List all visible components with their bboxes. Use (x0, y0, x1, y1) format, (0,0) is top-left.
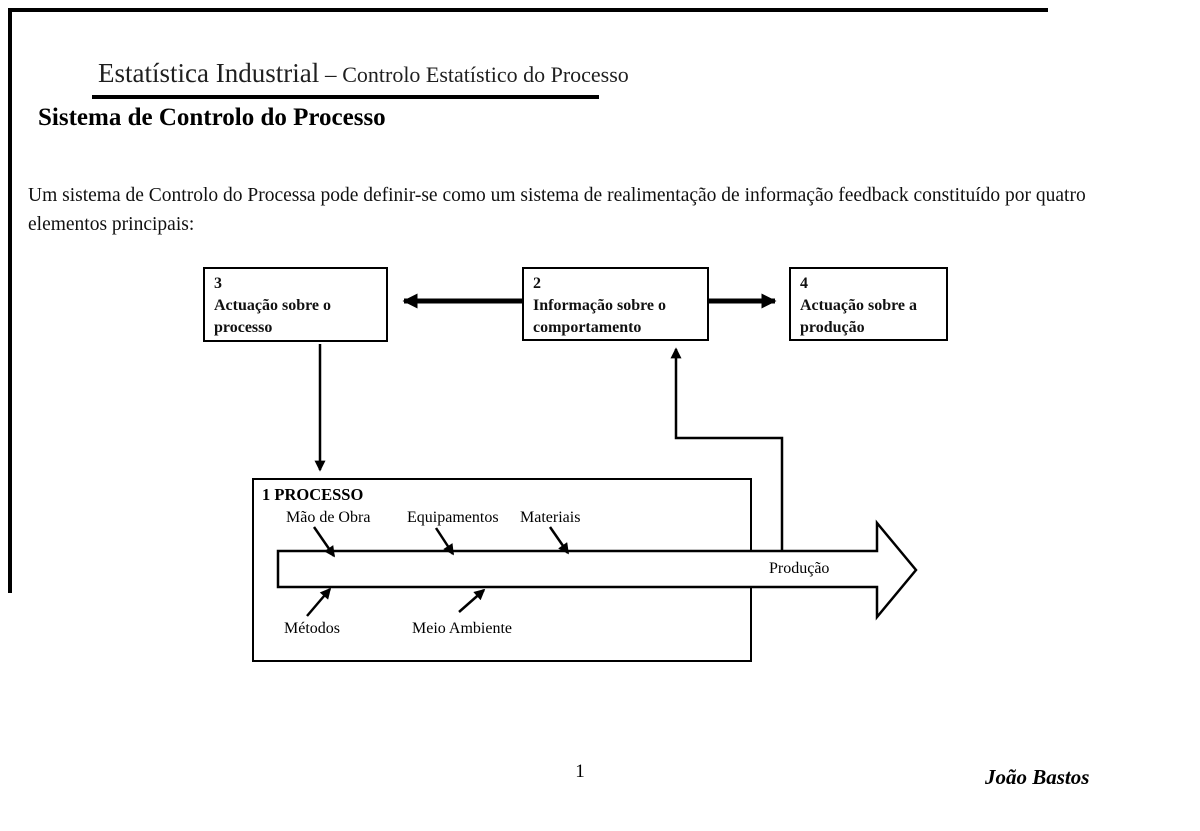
box2-number: 2 (533, 275, 541, 292)
label-metodos: Métodos (284, 620, 340, 637)
label-equipamentos: Equipamentos (407, 509, 499, 526)
box4-line1: Actuação sobre a (800, 297, 918, 314)
arrow-equipamentos (434, 527, 455, 556)
arrow-metodos (306, 587, 332, 617)
label-producao: Produção (769, 560, 830, 577)
header-course-title: Estatística Industrial (98, 58, 320, 88)
box4-number: 4 (800, 275, 808, 292)
header-dash: – (319, 62, 343, 87)
arrow-feedback-production-to-info (670, 347, 784, 552)
box2-line2: comportamento (533, 319, 642, 336)
label-materiais: Materiais (520, 509, 581, 526)
header-topic-title: Controlo Estatístico do Processo (342, 62, 629, 87)
arrow-materiais (548, 526, 570, 555)
process-box-label: 1 PROCESSO (262, 485, 364, 504)
header-underline (92, 95, 599, 99)
scan-artifact-top-line (8, 8, 1048, 12)
page-header: Estatística Industrial – Controlo Estatí… (98, 58, 629, 89)
box2-line1: Informação sobre o (533, 297, 667, 314)
box-actuacao-producao: 4 Actuação sobre a produção (789, 267, 948, 341)
box3-number: 3 (214, 275, 222, 292)
box3-line2: processo (214, 319, 273, 336)
arrow-mao-de-obra (312, 526, 336, 558)
page-title: Sistema de Controlo do Processo (38, 104, 386, 131)
production-flow-arrow (276, 519, 918, 621)
box-informacao-comportamento: 2 Informação sobre o comportamento (522, 267, 709, 341)
label-mao-de-obra: Mão de Obra (286, 509, 371, 526)
box3-line1: Actuação sobre o (214, 297, 332, 314)
intro-paragraph: Um sistema de Controlo do Processa pode … (28, 185, 1086, 235)
box-actuacao-sobre-processo: 3 Actuação sobre o processo (203, 267, 388, 342)
scan-artifact-left-line (8, 8, 12, 593)
arrow-meio-ambiente (458, 588, 486, 613)
label-meio-ambiente: Meio Ambiente (412, 620, 512, 637)
box4-line2: produção (800, 319, 865, 336)
page-number: 1 (575, 761, 585, 782)
author-signature: João Bastos (985, 765, 1090, 789)
